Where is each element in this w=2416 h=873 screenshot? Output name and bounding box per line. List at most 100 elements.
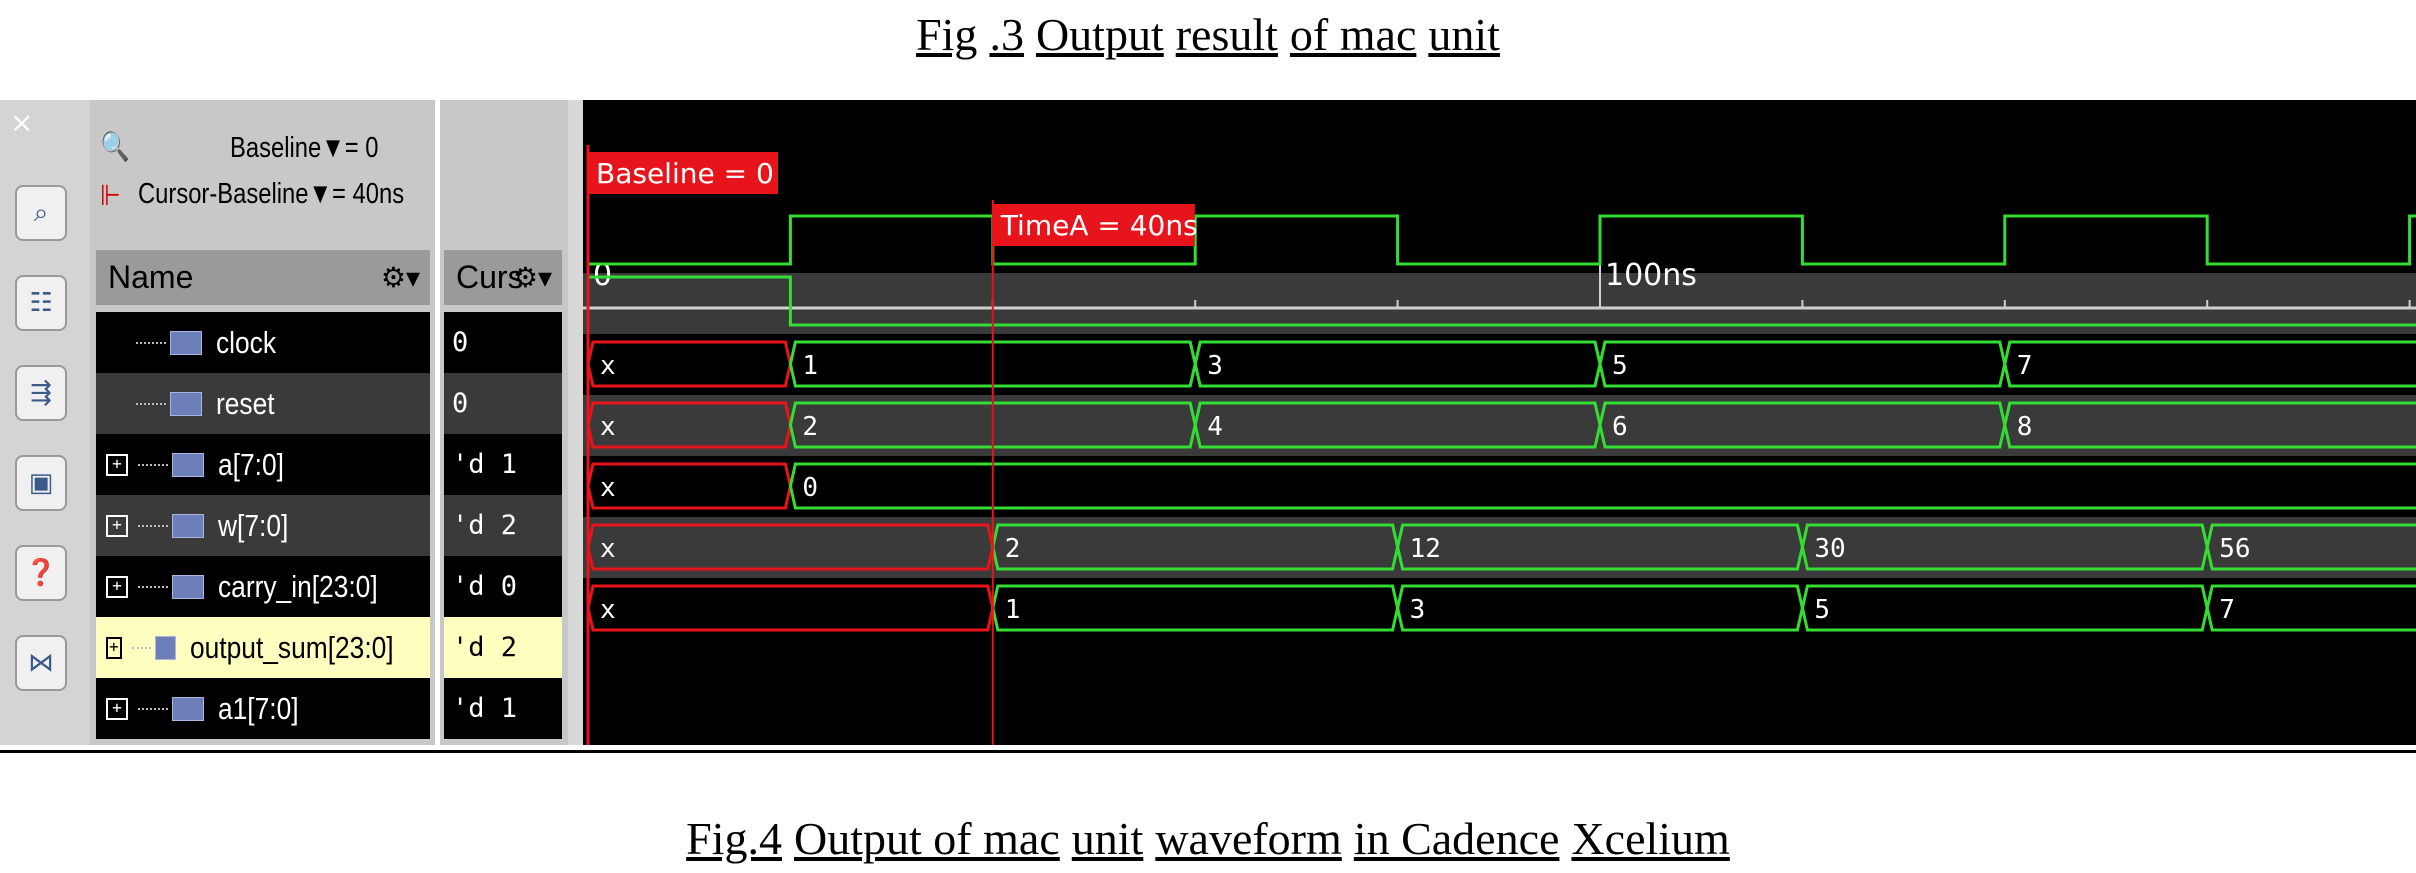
signal-name-panel: 🔍 Baseline▼= 0 ⊩ Cursor-Baseline▼= 40ns … [90, 100, 435, 745]
expand-icon[interactable]: + [106, 575, 128, 598]
signal-row[interactable]: clock [96, 312, 430, 373]
cursor-value: 'd 2 [452, 632, 518, 663]
caption-word: of mac [1289, 9, 1417, 60]
bus-segment [2003, 401, 2416, 449]
gear-icon[interactable]: ⚙▾ [512, 261, 552, 294]
bus-value: 6 [1612, 412, 1628, 442]
panel-splitter[interactable] [568, 100, 583, 745]
tree-connector [138, 707, 168, 710]
bus-value: x [600, 595, 616, 625]
bus-segment [586, 462, 792, 510]
signal-name: a1[7:0] [218, 690, 299, 726]
column-title: Curs [456, 259, 524, 295]
compare-icon[interactable]: ⋈ [15, 635, 67, 691]
cursor-value: 0 [452, 327, 469, 358]
cursor-value-row: 'd 1 [444, 678, 562, 739]
caption-word: Fig [916, 9, 978, 60]
cursor-baseline-control[interactable]: Cursor-Baseline▼= 40ns [138, 178, 405, 210]
find-signal-icon[interactable]: ⌕ [15, 185, 67, 241]
signal-name: reset [216, 385, 275, 421]
bus-value: 2 [1005, 534, 1021, 564]
caption-word: unit [1428, 9, 1500, 60]
tree-connector [136, 341, 166, 344]
bus-segment [586, 584, 995, 632]
expand-icon[interactable]: + [106, 636, 122, 659]
signal-row[interactable]: reset [96, 373, 430, 434]
bus-value: 12 [1410, 534, 1441, 564]
tree-connector [138, 585, 168, 588]
cursor-column-header[interactable]: Curs ⚙▾ [444, 250, 562, 305]
schematic-icon[interactable]: ⇶ [15, 365, 67, 421]
help-network-icon[interactable]: ❓ [15, 545, 67, 601]
cursor-value: 'd 0 [452, 571, 518, 602]
bus-value: x [600, 412, 616, 442]
bus-value: x [600, 534, 616, 564]
tree-connector [138, 463, 168, 466]
tree-connector [136, 402, 166, 405]
baseline-control[interactable]: Baseline▼= 0 [230, 132, 379, 164]
caption-word: waveform [1155, 813, 1342, 864]
cursor-value-row: 'd 0 [444, 556, 562, 617]
close-icon[interactable]: × [10, 106, 34, 139]
cursor-value: 'd 1 [452, 693, 518, 724]
expand-icon[interactable]: + [106, 514, 128, 537]
hierarchy-icon[interactable]: ☷ [15, 275, 67, 331]
caption-word: Output [1035, 9, 1164, 60]
bus-signal-icon [172, 513, 204, 538]
bus-value: 3 [1410, 595, 1426, 625]
bus-segment [1396, 584, 1804, 632]
signal-row[interactable]: + w[7:0] [96, 495, 430, 556]
tree-connector [131, 646, 152, 649]
reset-wave [588, 275, 2416, 327]
expand-icon[interactable]: + [106, 453, 128, 476]
figure-divider-line [0, 750, 2416, 753]
bus-value: 7 [2017, 351, 2033, 381]
bus-value: 5 [1612, 351, 1628, 381]
bus-segment [1800, 584, 2209, 632]
scalar-signal-icon [170, 330, 202, 355]
column-title: Name [108, 259, 194, 295]
gear-icon[interactable]: ⚙▾ [380, 261, 420, 294]
signal-name: carry_in[23:0] [218, 568, 378, 604]
bus-signal-icon [155, 635, 177, 660]
bus-signal-icon [172, 574, 204, 599]
expand-icon[interactable]: + [106, 697, 128, 720]
bus-value: 4 [1207, 412, 1223, 442]
bus-value: 8 [2017, 412, 2033, 442]
cursor-value: 0 [452, 388, 469, 419]
bus-value: 1 [802, 351, 818, 381]
bus-value: 56 [2219, 534, 2250, 564]
baseline-marker-label: Baseline = 0 [596, 157, 774, 190]
timeA-marker-flag [992, 204, 1195, 246]
bus-signal-icon [172, 452, 204, 477]
signal-name: a[7:0] [218, 446, 284, 482]
bus-segment [788, 462, 2416, 510]
zoom-icon[interactable]: 🔍 [100, 131, 130, 163]
bus-segment [1193, 340, 1602, 388]
bus-value: 0 [802, 473, 818, 503]
bus-value: x [600, 473, 616, 503]
signal-row[interactable]: +output_sum[23:0] [96, 617, 430, 678]
name-column-header[interactable]: Name ⚙▾ [96, 250, 430, 305]
cursor-value-row: 'd 2 [444, 617, 562, 678]
signal-row[interactable]: + a[7:0] [96, 434, 430, 495]
cursor-icon[interactable]: ⊩ [100, 180, 121, 212]
signal-row[interactable]: + a1[7:0] [96, 678, 430, 739]
side-toolbar: × ⌕ ☷ ⇶ ▣ ❓ ⋈ [0, 100, 90, 745]
caption-word: Output of mac [794, 813, 1060, 864]
bus-value: 3 [1207, 351, 1223, 381]
cursor-value-row: 'd 2 [444, 495, 562, 556]
cursor-value: 'd 2 [452, 510, 518, 541]
bus-value: 30 [1814, 534, 1845, 564]
bus-value: 1 [1005, 595, 1021, 625]
bus-segment [586, 340, 792, 388]
signal-row[interactable]: + carry_in[23:0] [96, 556, 430, 617]
bus-segment [2205, 523, 2416, 571]
timeA-marker-label: TimeA = 40ns [1000, 209, 1198, 242]
signal-name: w[7:0] [218, 507, 289, 543]
register-icon[interactable]: ▣ [15, 455, 67, 511]
caption-word: Fig.4 [686, 813, 783, 864]
